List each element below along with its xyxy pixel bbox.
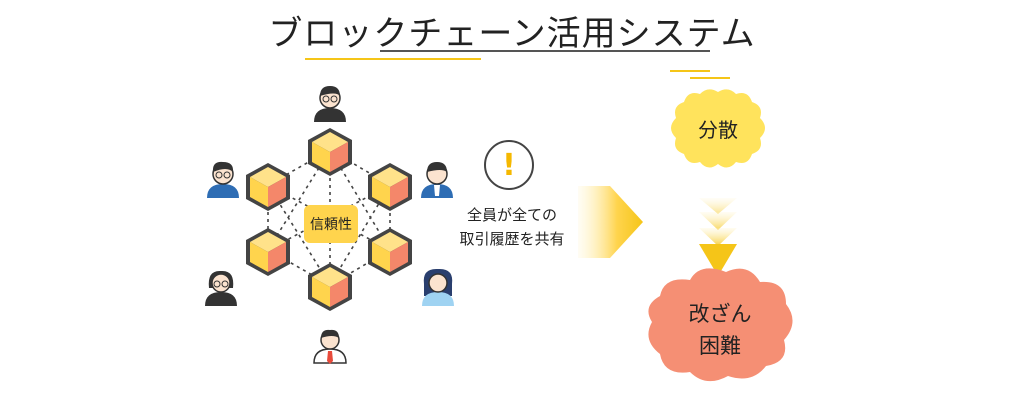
share-description: 全員が全ての 取引履歴を共有 [452,203,572,251]
title-underline-left [305,58,481,60]
tamper-resistant-label: 改ざん 困難 [670,298,770,362]
decentralized-label: 分散 [698,118,738,142]
cube-upper-right [368,163,412,211]
exclamation-icon: ! [484,140,534,190]
cloud-shape-bottom [648,268,793,382]
tamper-resistant-line-2: 困難 [699,334,741,358]
cube-top [308,128,352,176]
cube-lower-left [246,228,290,276]
chevron-down-arrow-icon [699,198,737,276]
chevron-right-arrow-icon [578,186,643,258]
cube-bottom [308,263,352,311]
title-underline-right [670,70,710,72]
title-underline [380,50,710,52]
trust-label: 信頼性 [304,205,358,243]
person-icon-lower-right [422,268,454,306]
person-icon-right [421,162,453,198]
burst-shape-top [671,89,765,168]
person-icon-lower-left [205,270,237,306]
cube-upper-left [246,163,290,211]
share-description-line-1: 全員が全ての [466,206,557,224]
share-description-line-2: 取引履歴を共有 [459,230,565,248]
tamper-resistant-line-1: 改ざん [688,302,752,326]
title-underline-right-2 [690,77,730,79]
page-title: ブロックチェーン活用システム [268,14,756,54]
person-icon-bottom [313,329,347,364]
person-icon-left [207,161,239,198]
person-icon-top [314,86,346,122]
cube-lower-right [368,228,412,276]
